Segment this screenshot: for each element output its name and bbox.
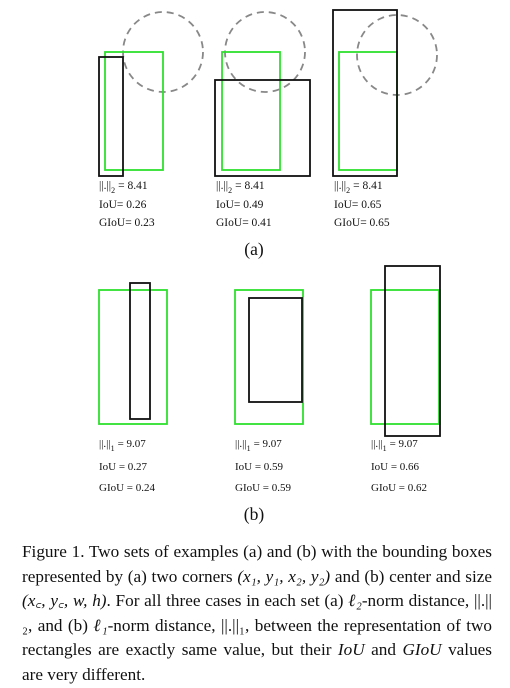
giou-label: GIoU= 0.23 <box>99 217 155 229</box>
black-box <box>248 297 303 403</box>
giou-label: GIoU= 0.41 <box>216 217 272 229</box>
giou-label: GIoU = 0.59 <box>235 482 292 494</box>
panel-b-label: (b) <box>244 504 265 524</box>
example-b2: ||.||1= 9.07 IoU = 0.59 GIoU = 0.59 <box>234 289 304 494</box>
norm-label: ||.||1= 9.07 <box>371 438 418 453</box>
green-box <box>98 289 168 425</box>
iou-label: IoU = 0.59 <box>235 461 284 473</box>
green-box <box>234 289 304 425</box>
norm-label: ||.||2= 8.41 <box>99 180 148 195</box>
caption-math: ℓ₂ <box>348 591 362 611</box>
giou-label: GIoU = 0.62 <box>371 482 427 494</box>
example-b3: ||.||1= 9.07 IoU = 0.66 GIoU = 0.62 <box>370 265 441 494</box>
caption-math: (x₁, y₁, x₂, y₂) <box>237 566 331 586</box>
black-box <box>332 9 398 177</box>
iou-label: IoU = 0.66 <box>371 461 420 473</box>
norm-label: ||.||2= 8.41 <box>334 180 383 195</box>
caption-text: , between the representation of two rect… <box>22 615 492 660</box>
example-a1: ||.||2= 8.41 IoU= 0.26 GIoU= 0.23 <box>98 11 204 229</box>
caption-text: and (b) center and size <box>330 566 492 586</box>
black-box <box>98 56 124 177</box>
caption-text: -norm distance, <box>107 615 221 635</box>
caption-text: Figure 1. Two sets of examples (a) and (… <box>22 542 492 586</box>
iou-label: IoU = 0.27 <box>99 461 148 473</box>
caption-math: ||.||₁ <box>220 615 246 635</box>
panel-b: ||.||1= 9.07 IoU = 0.27 GIoU = 0.24 ||.|… <box>98 265 441 524</box>
green-box <box>104 51 164 171</box>
caption-text: -norm distance, <box>361 591 474 611</box>
figure-caption: Figure 1. Two sets of examples (a) and (… <box>22 540 492 688</box>
example-a2: ||.||2= 8.41 IoU= 0.49 GIoU= 0.41 <box>214 11 311 229</box>
caption-math: GIoU <box>402 640 442 660</box>
panel-a: ||.||2= 8.41 IoU= 0.26 GIoU= 0.23 ||.||2… <box>98 9 438 259</box>
green-box <box>221 51 281 171</box>
panel-a-label: (a) <box>244 239 264 259</box>
example-a3: ||.||2= 8.41 IoU= 0.65 GIoU= 0.65 <box>332 9 438 229</box>
norm-label: ||.||1= 9.07 <box>235 438 282 453</box>
caption-math: ||.||₂ <box>22 591 492 635</box>
green-box <box>370 289 440 425</box>
norm-label: ||.||1= 9.07 <box>99 438 146 453</box>
black-box <box>214 79 311 177</box>
green-box <box>338 51 398 171</box>
caption-text: and <box>364 640 403 660</box>
caption-math: (x꜀, y꜀, w, h) <box>22 591 107 611</box>
caption-math: IoU <box>337 640 365 660</box>
giou-label: GIoU = 0.24 <box>99 482 156 494</box>
black-box <box>129 282 151 420</box>
caption-text: , and (b) <box>28 615 94 635</box>
caption-text: values are very different. <box>22 640 492 684</box>
norm-label: ||.||2= 8.41 <box>216 180 265 195</box>
caption-math: ℓ₁ <box>93 615 108 635</box>
giou-label: GIoU= 0.65 <box>334 217 390 229</box>
iou-label: IoU= 0.26 <box>99 199 147 211</box>
example-b1: ||.||1= 9.07 IoU = 0.27 GIoU = 0.24 <box>98 282 168 494</box>
caption-text: . For all three cases in each set (a) <box>106 591 349 611</box>
iou-label: IoU= 0.65 <box>334 199 382 211</box>
black-box <box>384 265 441 437</box>
iou-label: IoU= 0.49 <box>216 199 264 211</box>
figure-1: ||.||2= 8.41 IoU= 0.26 GIoU= 0.23 ||.||2… <box>98 9 441 524</box>
